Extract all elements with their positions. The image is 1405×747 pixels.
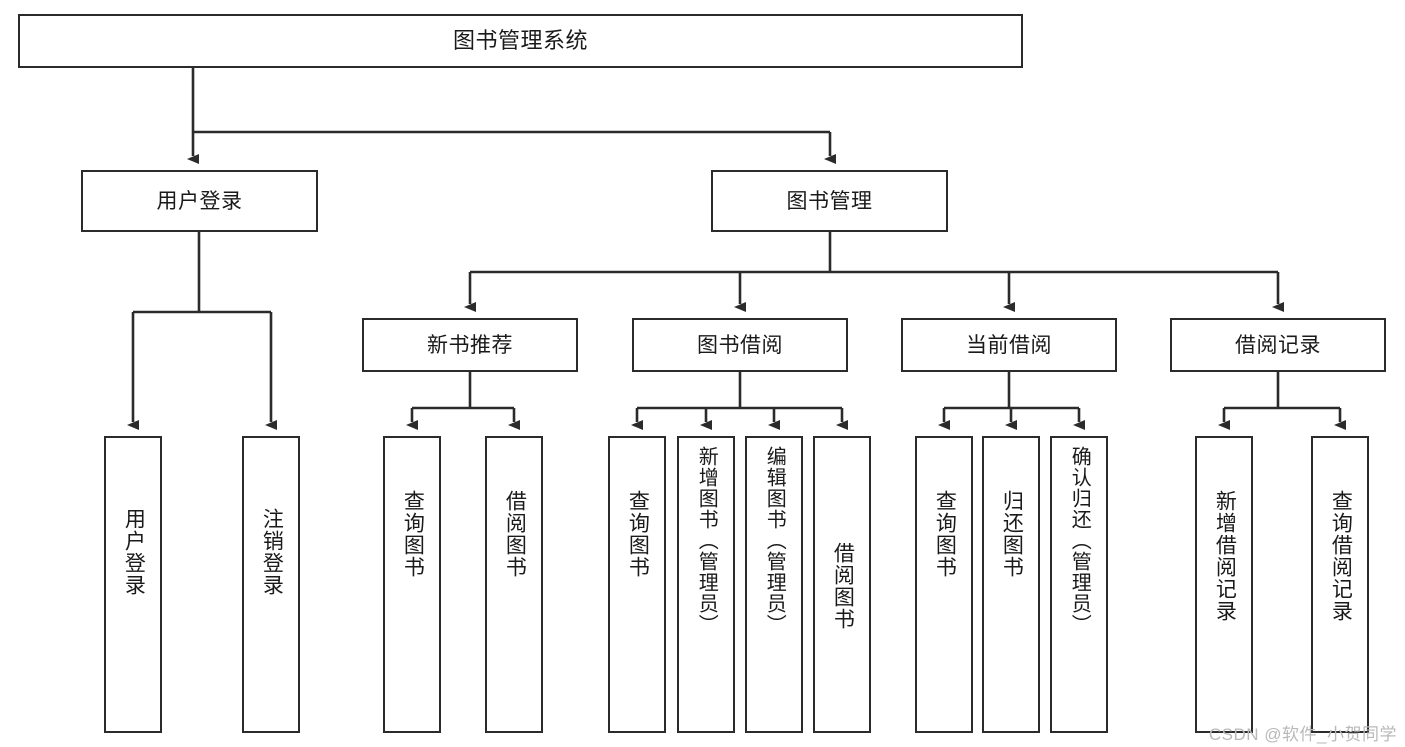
node-label: 图书管理: [786, 189, 873, 213]
node-user-login[interactable]: 用户登录: [81, 170, 318, 232]
leaf-borrow-book[interactable]: 借阅图书: [813, 436, 871, 733]
node-label: 编辑图书（管理员）: [763, 446, 786, 635]
node-label: 新书推荐: [427, 333, 513, 357]
watermark-text: CSDN @软件_小贺同学: [1208, 725, 1397, 744]
node-label: 图书管理系统: [452, 28, 588, 53]
node-label: 借阅记录: [1235, 333, 1321, 357]
leaf-user-login[interactable]: 用户登录: [104, 436, 162, 733]
node-root-system[interactable]: 图书管理系统: [18, 14, 1023, 68]
node-label: 新增图书（管理员）: [695, 446, 718, 635]
leaf-query-book-borrow[interactable]: 查询图书: [608, 436, 666, 733]
leaf-query-borrow-record[interactable]: 查询借阅记录: [1311, 436, 1369, 733]
leaf-query-book-current[interactable]: 查询图书: [915, 436, 973, 733]
node-label: 查询图书: [933, 490, 957, 578]
node-new-book-recommend[interactable]: 新书推荐: [362, 318, 578, 372]
node-label: 当前借阅: [966, 333, 1052, 357]
node-label: 注销登录: [260, 508, 284, 596]
leaf-confirm-return-admin[interactable]: 确认归还（管理员）: [1050, 436, 1108, 733]
leaf-add-book-admin[interactable]: 新增图书（管理员）: [677, 436, 735, 733]
node-label: 用户登录: [156, 189, 243, 213]
leaf-query-book-rec[interactable]: 查询图书: [383, 436, 441, 733]
node-label: 用户登录: [122, 508, 146, 596]
node-label: 归还图书: [1000, 490, 1024, 578]
node-label: 图书借阅: [697, 333, 783, 357]
leaf-return-book[interactable]: 归还图书: [982, 436, 1040, 733]
leaf-add-borrow-record[interactable]: 新增借阅记录: [1195, 436, 1253, 733]
node-label: 确认归还（管理员）: [1068, 446, 1091, 635]
leaf-borrow-book-rec[interactable]: 借阅图书: [485, 436, 543, 733]
node-label: 借阅图书: [831, 542, 855, 630]
node-label: 查询图书: [626, 490, 650, 578]
node-book-borrow[interactable]: 图书借阅: [632, 318, 848, 372]
node-borrow-record[interactable]: 借阅记录: [1170, 318, 1386, 372]
node-label: 借阅图书: [503, 490, 527, 578]
node-label: 查询借阅记录: [1329, 490, 1353, 622]
node-book-management[interactable]: 图书管理: [711, 170, 948, 232]
node-label: 新增借阅记录: [1213, 490, 1237, 622]
node-current-borrow[interactable]: 当前借阅: [901, 318, 1117, 372]
node-label: 查询图书: [401, 490, 425, 578]
leaf-edit-book-admin[interactable]: 编辑图书（管理员）: [745, 436, 803, 733]
leaf-logout[interactable]: 注销登录: [242, 436, 300, 733]
